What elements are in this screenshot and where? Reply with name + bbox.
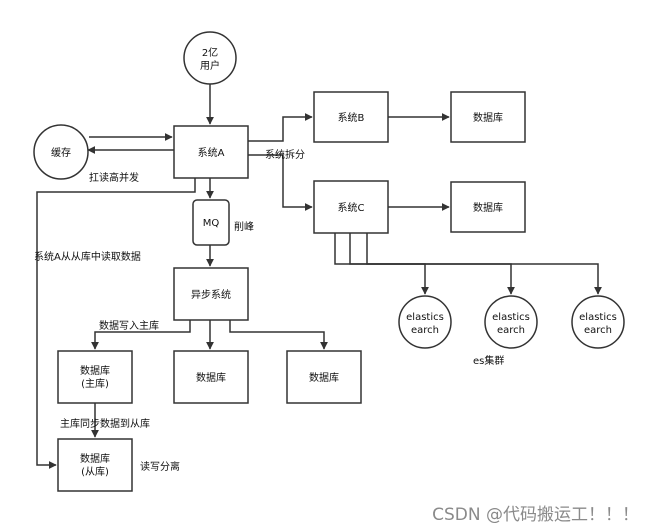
node-es-2-line-2: earch (497, 325, 525, 336)
node-system-c-label: 系统C (338, 201, 365, 214)
node-db-c-label: 数据库 (473, 201, 503, 214)
node-es-1: elastics earch (398, 295, 452, 349)
node-system-b-label: 系统B (338, 111, 365, 124)
node-users-line-2: 用户 (200, 59, 220, 72)
label-system-split: 系统拆分 (265, 148, 305, 161)
label-read-from-slave: 系统A从从库中读取数据 (34, 250, 141, 263)
node-db-b-label: 数据库 (473, 111, 503, 124)
edge-system-c-to-es3 (366, 233, 602, 295)
node-system-a: 系统A (173, 125, 249, 179)
node-db-c: 数据库 (450, 181, 526, 233)
node-es-3: elastics earch (571, 295, 625, 349)
node-db-slave: 数据库 (从库) (57, 438, 133, 492)
node-db-2-label: 数据库 (196, 371, 226, 384)
watermark: CSDN @代码搬运工！！！ (432, 505, 639, 525)
edge-system-a-to-system-b (248, 113, 313, 142)
label-sync-to-slave: 主库同步数据到从库 (60, 417, 150, 430)
node-db-slave-line-2: (从库) (81, 465, 109, 478)
label-write-master: 数据写入主库 (99, 319, 159, 332)
label-anti-concurrency: 扛读高并发 (89, 171, 139, 184)
label-rw-split: 读写分离 (140, 460, 180, 473)
edge-async-to-db-master (91, 320, 191, 350)
edge-system-a-read-slave (36, 178, 196, 469)
node-mq: MQ (192, 199, 230, 246)
node-db-2: 数据库 (173, 350, 249, 404)
edge-labels: 扛读高并发 系统拆分 削峰 系统A从从库中读取数据 数据写入主库 主库同步数据到… (34, 148, 504, 473)
node-db-master-line-1: 数据库 (80, 364, 110, 377)
node-async-system: 异步系统 (173, 267, 249, 321)
node-users-line-1: 2亿 (202, 46, 218, 59)
node-es-2-line-1: elastics (492, 312, 530, 323)
node-db-b: 数据库 (450, 91, 526, 143)
node-db-master-line-2: (主库) (81, 377, 109, 390)
node-es-2: elastics earch (484, 295, 538, 349)
node-system-c: 系统C (313, 180, 389, 234)
node-mq-label: MQ (203, 218, 220, 229)
edge-system-a-to-system-c (248, 154, 313, 211)
edge-async-to-db-3 (229, 320, 328, 350)
node-db-3: 数据库 (286, 350, 362, 404)
node-system-a-label: 系统A (198, 146, 225, 159)
edges (36, 84, 602, 469)
node-es-3-line-1: elastics (579, 312, 617, 323)
node-es-3-line-2: earch (584, 325, 612, 336)
label-es-cluster: es集群 (473, 354, 504, 367)
node-db-master: 数据库 (主库) (57, 350, 133, 404)
node-users: 2亿 用户 (183, 31, 237, 85)
node-cache: 缓存 (33, 124, 89, 180)
node-es-1-line-1: elastics (406, 312, 444, 323)
node-async-system-label: 异步系统 (191, 288, 231, 301)
node-system-b: 系统B (313, 91, 389, 143)
label-peak-shaving: 削峰 (234, 220, 254, 233)
node-db-slave-line-1: 数据库 (80, 452, 110, 465)
node-cache-label: 缓存 (51, 146, 71, 159)
node-db-3-label: 数据库 (309, 371, 339, 384)
node-es-1-line-2: earch (411, 325, 439, 336)
